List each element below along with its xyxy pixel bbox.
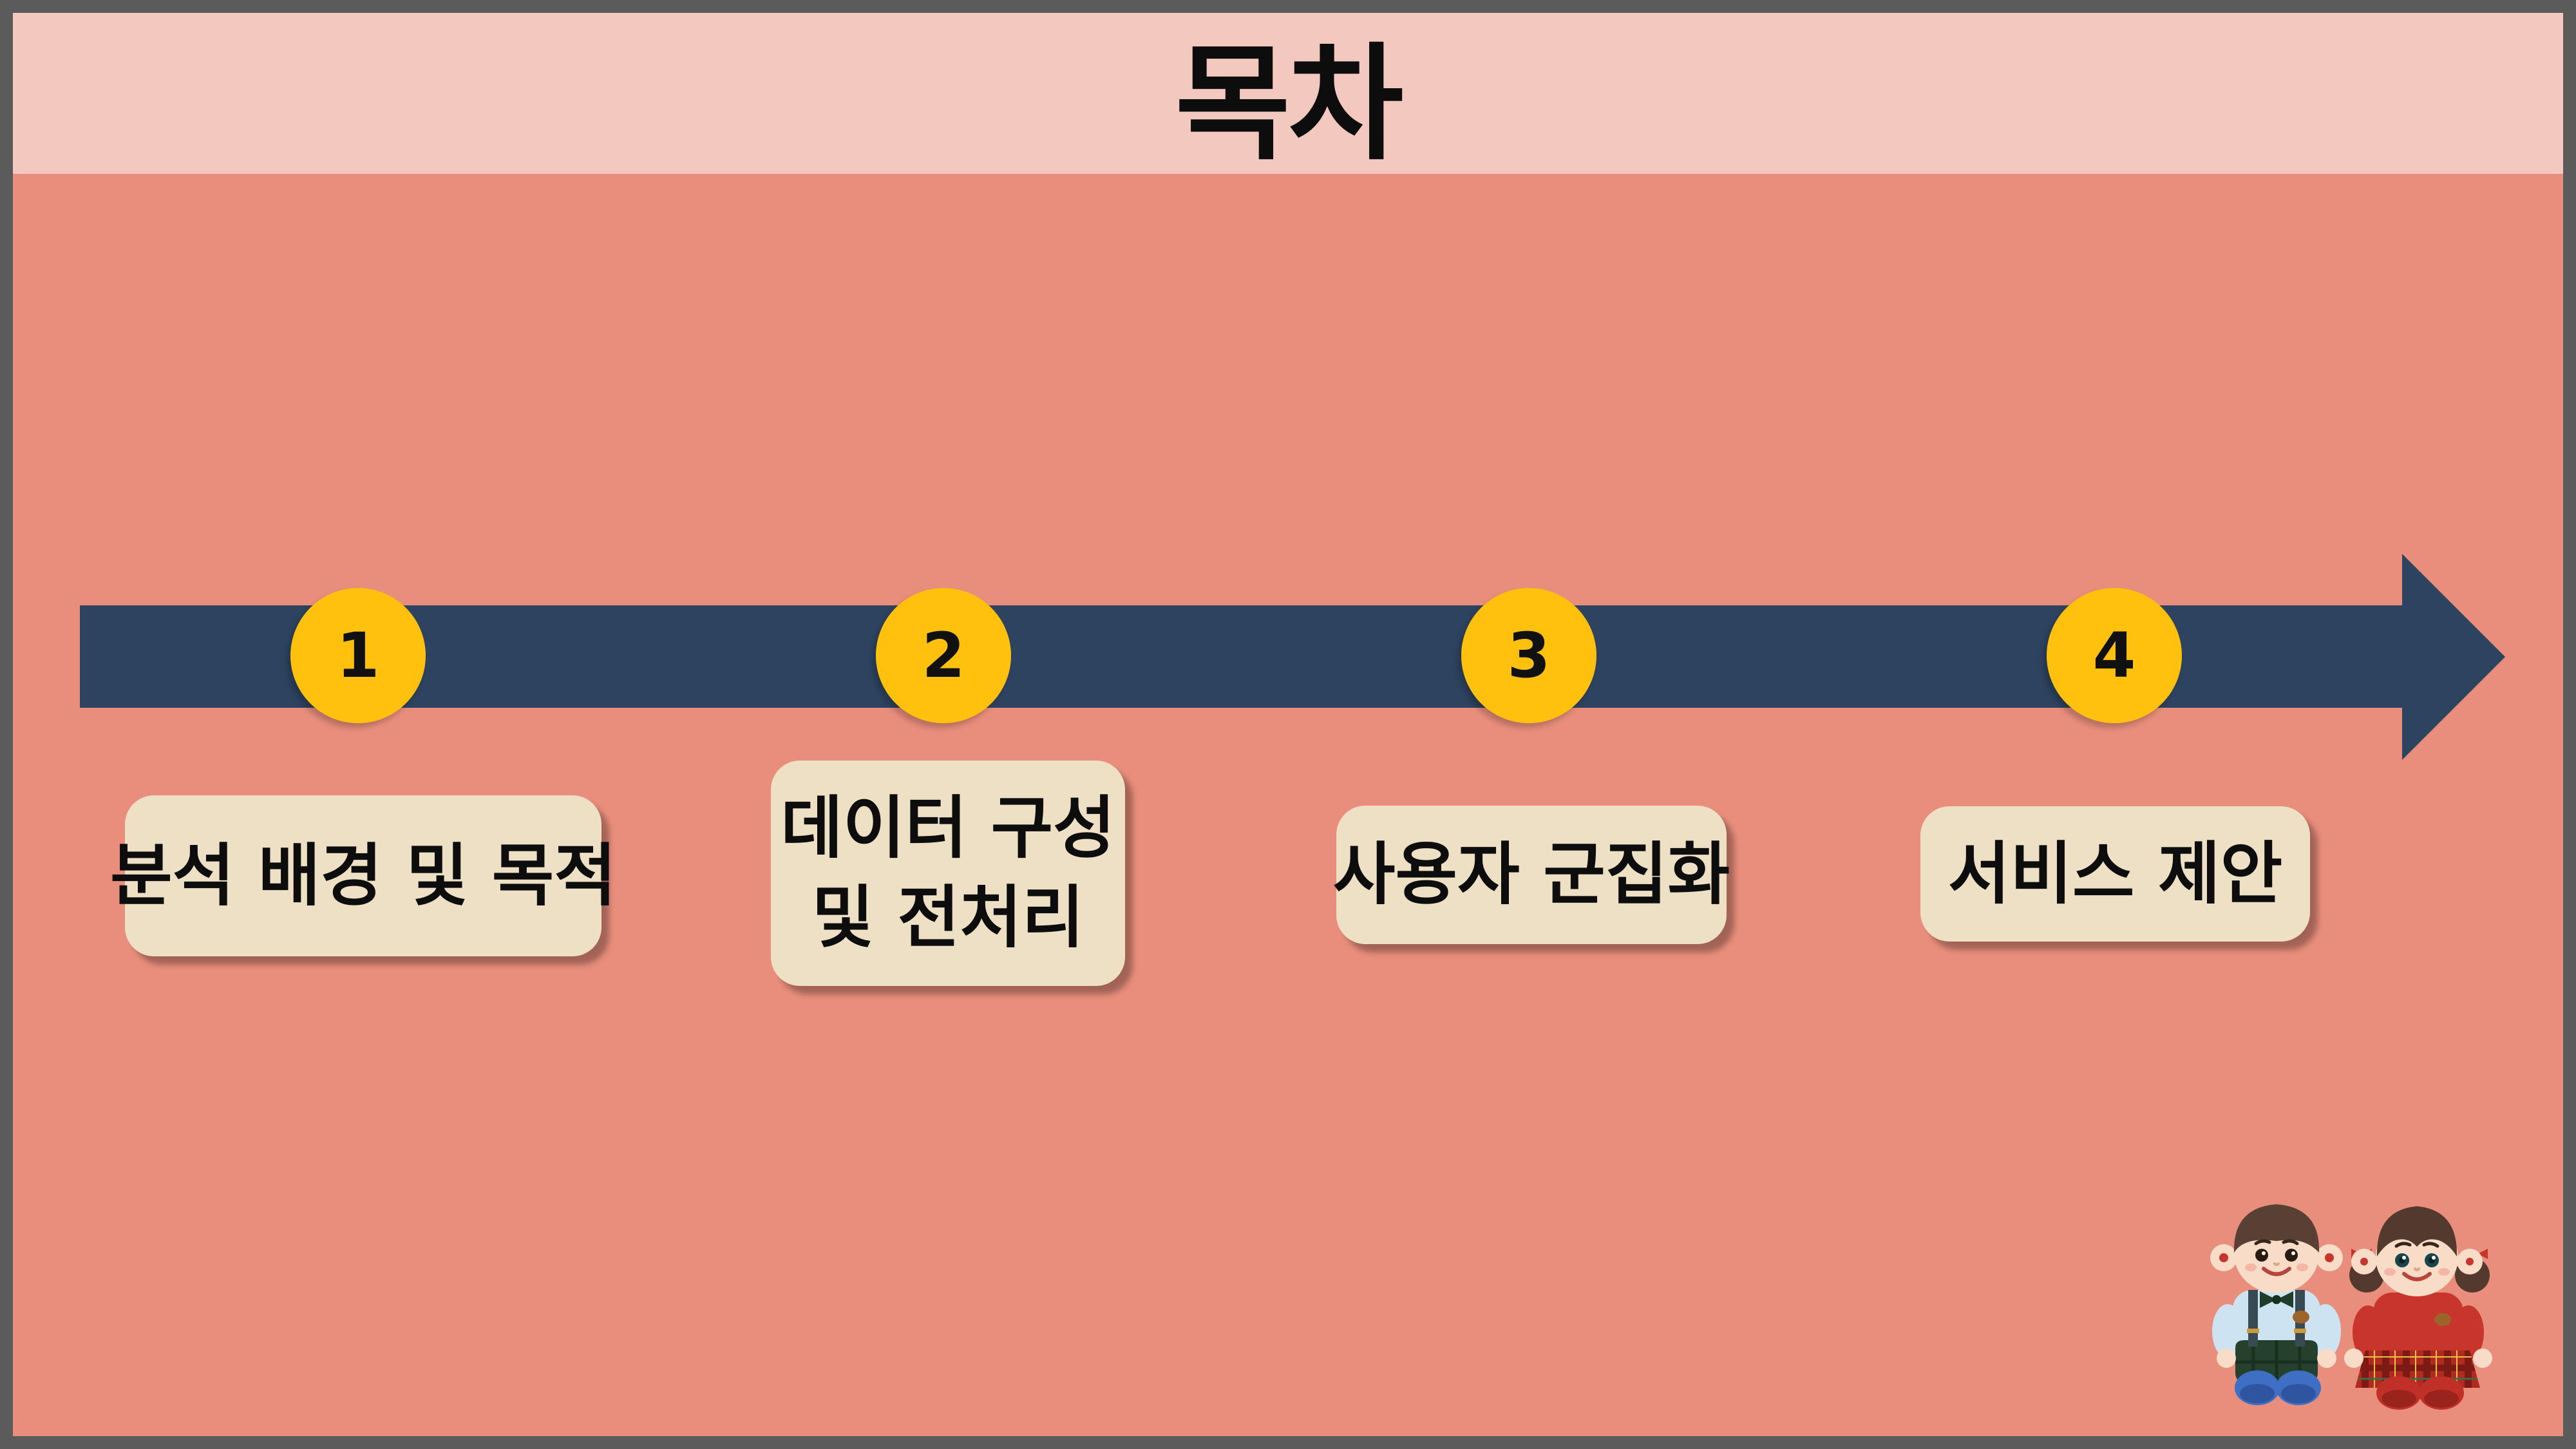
step-label-4: 서비스 제안 bbox=[1920, 806, 2310, 942]
dolls-illustration bbox=[2210, 1204, 2492, 1410]
page-title: 목차 bbox=[1175, 31, 1404, 177]
step-label-2: 데이터 구성 및 전처리 bbox=[771, 761, 1125, 986]
step-number-3: 3 bbox=[1507, 620, 1551, 692]
timeline-arrow-bar bbox=[80, 605, 2402, 708]
girl-doll bbox=[2344, 1206, 2492, 1410]
step-circle-4: 4 bbox=[2047, 588, 2182, 723]
step-label-2-text-line2: 및 전처리 bbox=[811, 878, 1084, 957]
step-label-4-text: 서비스 제안 bbox=[1947, 834, 2283, 913]
header-band: 목차 bbox=[13, 13, 2563, 177]
step-label-1: 분석 배경 및 목적 bbox=[110, 795, 616, 956]
step-circle-1: 1 bbox=[290, 588, 426, 723]
step-label-1-text: 분석 배경 및 목적 bbox=[110, 836, 616, 915]
step-label-3-text: 사용자 군집화 bbox=[1332, 835, 1730, 914]
timeline-arrowhead-icon bbox=[2402, 554, 2505, 760]
step-number-1: 1 bbox=[336, 620, 380, 692]
slide-background: 목차 1 2 3 4 분석 배경 및 목적 데이터 구성 및 전처리 사용자 군… bbox=[13, 13, 2563, 1436]
step-number-4: 4 bbox=[2092, 620, 2136, 692]
step-circle-3: 3 bbox=[1461, 588, 1596, 723]
step-label-2-text-line1: 데이터 구성 bbox=[781, 789, 1115, 868]
step-number-2: 2 bbox=[922, 620, 965, 692]
boy-doll bbox=[2210, 1204, 2343, 1405]
step-circle-2: 2 bbox=[876, 588, 1011, 723]
step-label-3: 사용자 군집화 bbox=[1332, 806, 1730, 944]
